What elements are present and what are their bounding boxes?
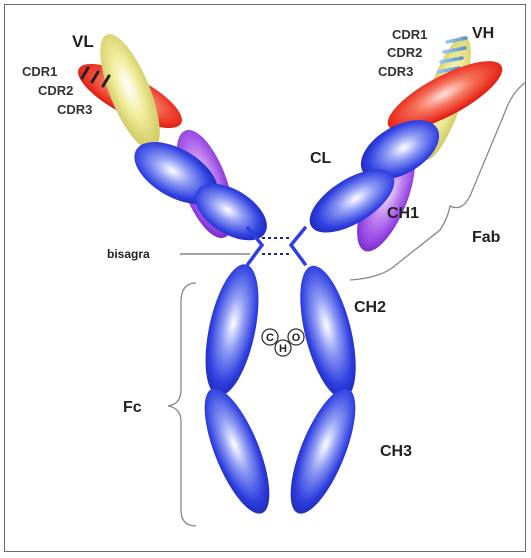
- vh-label: VH: [472, 25, 494, 42]
- carb-o-label: O: [292, 332, 301, 344]
- fc-brace: [168, 283, 196, 526]
- bisagra-label: bisagra: [107, 247, 150, 261]
- right-ch3-domain: [278, 381, 369, 522]
- ch1-label: CH1: [387, 205, 419, 222]
- cdr3-left-label: CDR3: [57, 102, 92, 117]
- ch2-label: CH2: [354, 299, 386, 316]
- ch3-label: CH3: [380, 443, 412, 460]
- cl-label: CL: [310, 150, 332, 167]
- cdr2-right-label: CDR2: [387, 45, 422, 60]
- left-ch3-domain: [192, 381, 283, 522]
- cdr1-left-label: CDR1: [22, 64, 57, 79]
- left-ch2-domain: [196, 260, 269, 401]
- cdr3-right-label: CDR3: [378, 64, 413, 79]
- carbohydrate-group: C O H: [262, 329, 304, 356]
- cdr2-left-label: CDR2: [38, 83, 73, 98]
- left-fab-arm: [70, 27, 277, 252]
- carb-c-label: C: [266, 332, 274, 344]
- carb-h-label: H: [279, 343, 287, 355]
- vl-label: VL: [72, 32, 94, 51]
- fc-region: [192, 260, 369, 522]
- fc-label: Fc: [123, 399, 142, 416]
- fab-label: Fab: [472, 229, 501, 246]
- hinge-disulfide-bonds: [262, 238, 292, 254]
- cdr1-right-label: CDR1: [392, 27, 427, 42]
